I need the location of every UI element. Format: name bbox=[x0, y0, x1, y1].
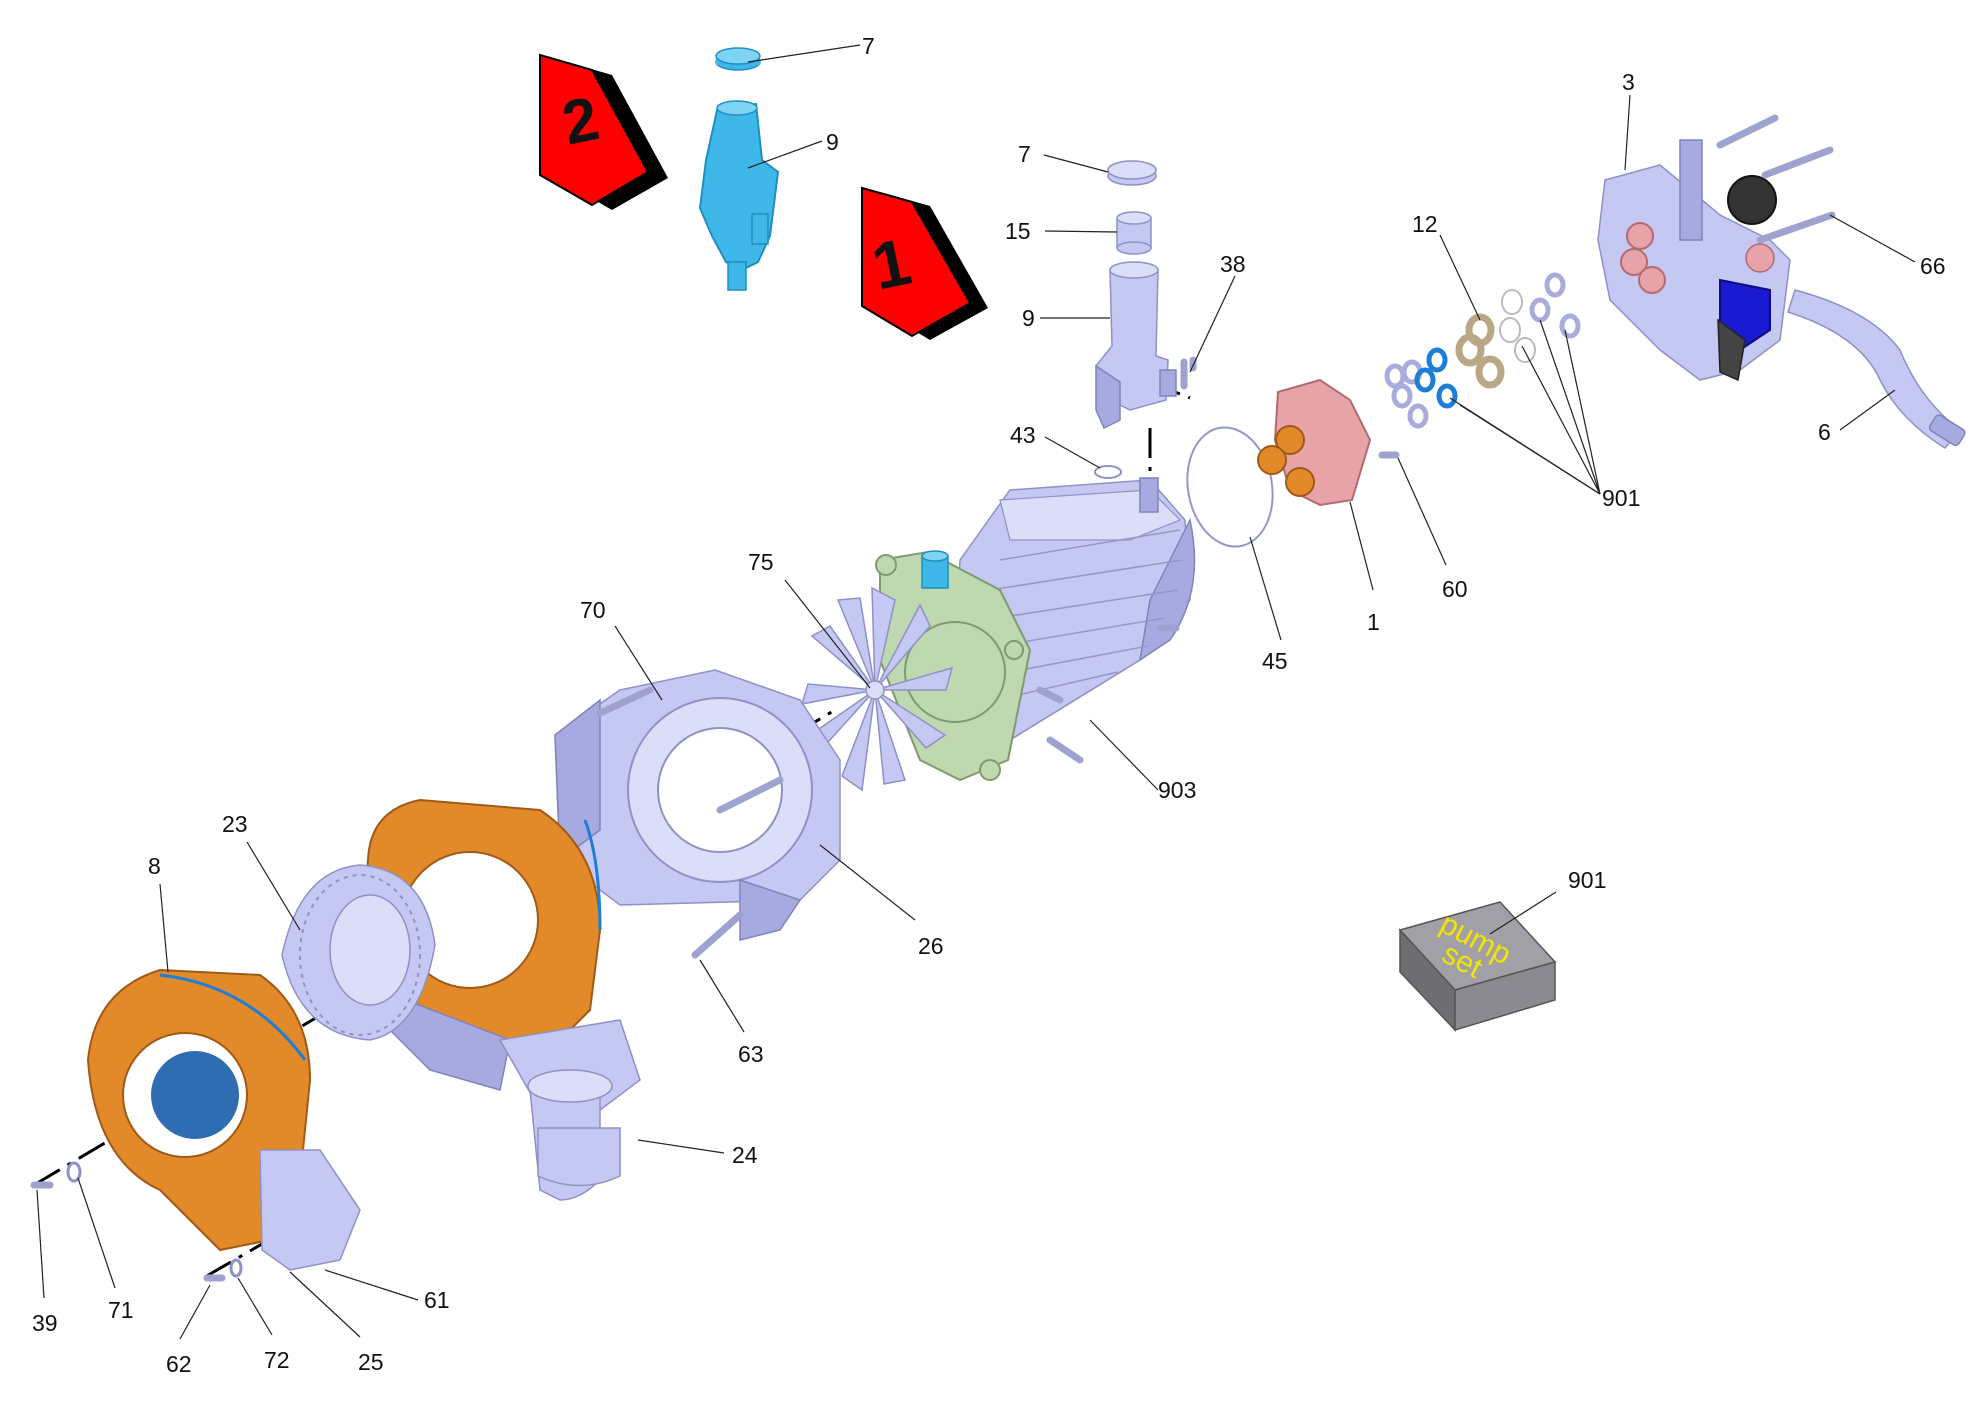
callout-38: 38 bbox=[1220, 251, 1246, 277]
callout-60: 60 bbox=[1442, 576, 1468, 602]
callout-8: 8 bbox=[148, 853, 161, 879]
callout-45: 45 bbox=[1262, 648, 1288, 674]
callout-6: 6 bbox=[1818, 419, 1831, 445]
callout-1: 1 bbox=[1367, 609, 1380, 635]
callout-63: 63 bbox=[738, 1041, 764, 1067]
motor-shroud bbox=[554, 669, 841, 959]
callout-39: 39 bbox=[32, 1310, 58, 1336]
seal-rings bbox=[1384, 272, 1581, 429]
callout-25: 25 bbox=[358, 1349, 384, 1375]
callout-labels: 7 9 7 15 9 38 43 3 66 12 6 901 60 45 1 7… bbox=[32, 33, 1946, 1377]
pump-set-box: pump set bbox=[1398, 901, 1557, 1032]
fan-wheel bbox=[800, 586, 954, 792]
callout-903: 903 bbox=[1158, 777, 1196, 803]
variant-arrow-1: 1 bbox=[861, 186, 988, 340]
callout-43: 43 bbox=[1010, 422, 1036, 448]
callout-9a: 9 bbox=[826, 129, 839, 155]
callout-901a: 901 bbox=[1602, 485, 1640, 511]
callout-26: 26 bbox=[918, 933, 944, 959]
callout-75: 75 bbox=[748, 549, 774, 575]
callout-7a: 7 bbox=[862, 33, 875, 59]
callout-9b: 9 bbox=[1022, 305, 1035, 331]
fasteners bbox=[30, 356, 1197, 1282]
hose bbox=[1787, 289, 1966, 449]
callout-66: 66 bbox=[1920, 253, 1946, 279]
callout-12: 12 bbox=[1412, 211, 1438, 237]
callout-70: 70 bbox=[580, 597, 606, 623]
callout-71: 71 bbox=[108, 1297, 134, 1323]
callout-23: 23 bbox=[222, 811, 248, 837]
callout-7b: 7 bbox=[1018, 141, 1031, 167]
cyan-inlet-part bbox=[698, 47, 780, 291]
variant-arrow-2: 2 bbox=[539, 53, 668, 210]
callout-24: 24 bbox=[732, 1142, 758, 1168]
callout-901b: 901 bbox=[1568, 867, 1606, 893]
callout-61: 61 bbox=[424, 1287, 450, 1313]
callout-72: 72 bbox=[264, 1347, 290, 1373]
leader-lines bbox=[36, 44, 1916, 1340]
callout-15: 15 bbox=[1005, 218, 1031, 244]
pump-block bbox=[1597, 114, 1836, 382]
o-ring-45 bbox=[1186, 426, 1274, 548]
pump-head bbox=[1257, 378, 1400, 507]
callout-62: 62 bbox=[166, 1351, 192, 1377]
callout-3: 3 bbox=[1622, 69, 1635, 95]
blower-housing-front bbox=[86, 968, 361, 1271]
inlet-assembly bbox=[1094, 160, 1188, 479]
blower-wheel bbox=[281, 864, 436, 1041]
